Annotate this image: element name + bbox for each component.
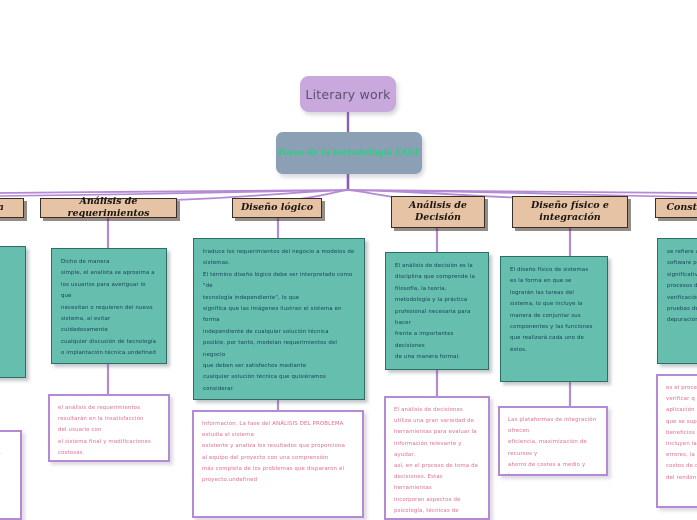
branch-note-analisis-decision[interactable]: El análisis de decisiones utiliza una gr… [384,396,490,520]
branch-body-text: se refiere a software pro significativ p… [667,249,697,324]
branch-body-diseno-fisico[interactable]: El diseño físico de sistemas es la forma… [500,256,608,382]
central-node[interactable]: Fases de la metodologia FAST [276,132,422,174]
branch-body-diseno-logico[interactable]: traduce los requerimientos del negocio a… [193,238,365,400]
branch-note-text: El análisis de decisiones utiliza una gr… [394,407,479,514]
branch-note-diseno-fisico[interactable]: Las plataformas de integración ofrecen e… [498,406,608,476]
phase-header-analisis-decision[interactable]: Análisis de Decisión [391,196,485,228]
branch-note-text: Información. La fase del ANÁLISIS DEL PR… [202,421,346,484]
central-node-label: Fases de la metodologia FAST [278,148,420,158]
root-node-label: Literary work [305,86,391,102]
branch-note-construir[interactable]: es el proce verificar q aplicación que s… [656,374,697,508]
phase-header-diseno-fisico[interactable]: Diseño físico e integración [512,196,628,228]
root-node[interactable]: Literary work [300,76,396,112]
phase-header-label: Diseño lógico [240,202,314,213]
branch-body-analisis-requerimientos[interactable]: Dicho de manera simple, el analista se a… [51,248,167,364]
branch-body-construir[interactable]: se refiere a software pro significativ p… [657,238,697,364]
branch-note-0[interactable]: …unta …struir [0,430,22,520]
branch-body-text: traduce los requerimientos del negocio a… [203,249,355,392]
phase-header-label: Análisis de Decisión [409,200,467,223]
branch-body-text: Dicho de manera simple, el analista se a… [61,259,157,357]
branch-note-text: es el proce verificar q aplicación que s… [666,385,697,481]
branch-note-text: Las plataformas de integración ofrecen e… [508,417,597,474]
branch-note-analisis-requerimientos[interactable]: el análisis de requerimientos resultarán… [48,394,170,462]
branch-note-text: el análisis de requerimientos resultarán… [58,405,151,456]
phase-header-label: Construir [666,202,697,213]
branch-body-text: El análisis de decisión es la disciplina… [395,263,475,361]
phase-header-analisis-requerimientos[interactable]: Análisis de requerimientos [40,196,177,219]
phase-header-construir[interactable]: Construir [655,198,697,218]
branch-note-diseno-logico[interactable]: Información. La fase del ANÁLISIS DEL PR… [192,410,364,518]
phase-header-0[interactable]: ca [0,198,24,218]
phase-header-label: ca [0,202,4,214]
phase-header-label: Diseño físico e integración [531,200,609,223]
phase-header-label: Análisis de requerimientos [67,196,150,219]
branch-note-text: …unta …struir [0,439,12,461]
branch-body-analisis-decision[interactable]: El análisis de decisión es la disciplina… [385,252,489,370]
branch-body-text: El diseño físico de sistemas es la forma… [510,267,593,353]
branch-body-0[interactable] [0,246,26,378]
phase-header-diseno-logico[interactable]: Diseño lógico [232,198,322,218]
